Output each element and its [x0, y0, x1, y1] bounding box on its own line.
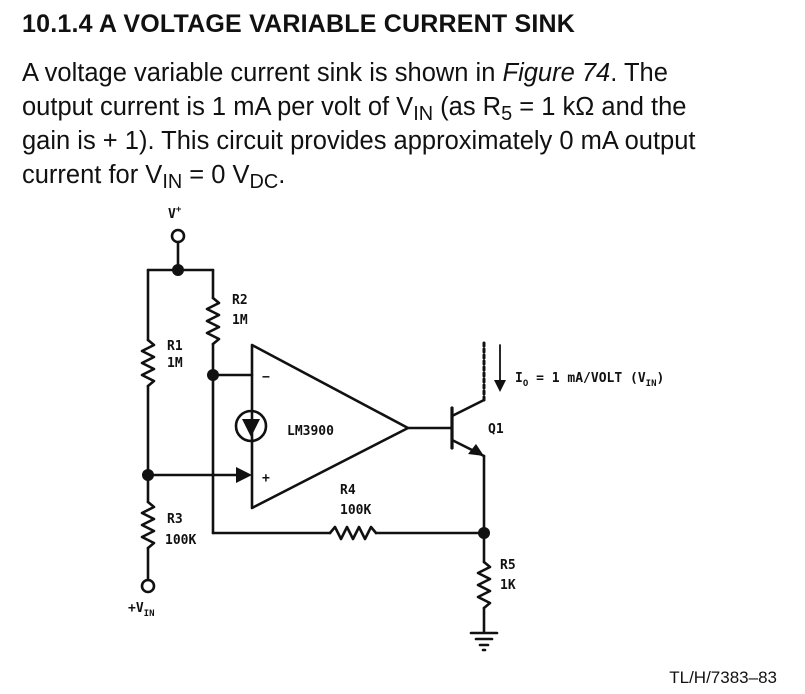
io-label: IO = 1 mA/VOLT (VIN)	[515, 371, 664, 389]
figure-reference: TL/H/7383–83	[669, 668, 777, 687]
emitter-arrow-icon	[468, 444, 484, 456]
section-heading: 10.1.4 A VOLTAGE VARIABLE CURRENT SINK	[22, 10, 576, 38]
r4-resistor	[328, 525, 378, 541]
current-arrow-icon	[242, 419, 260, 437]
r2-resistor	[205, 296, 221, 346]
vplus-label: V+	[168, 205, 182, 222]
r5-name: R5	[500, 558, 516, 573]
vin-terminal	[140, 578, 156, 594]
io-arrow-icon	[494, 380, 506, 392]
r4-name: R4	[340, 483, 356, 498]
r3-resistor	[140, 500, 156, 550]
junction-dot	[207, 369, 219, 381]
r2-name: R2	[232, 293, 248, 308]
paragraph-line-4: current for VIN = 0 VDC.	[22, 161, 286, 193]
r1-name: R1	[167, 339, 183, 354]
figure-link[interactable]: Figure 74	[502, 59, 611, 87]
junction-dot	[172, 264, 184, 276]
plus-input-label: +	[262, 471, 270, 486]
paragraph-line-3: gain is + 1). This circuit provides appr…	[22, 127, 696, 155]
r3-name: R3	[167, 512, 183, 527]
q1-label: Q1	[488, 422, 504, 437]
vplus-terminal	[170, 228, 186, 244]
vin-label: +VIN	[128, 601, 155, 619]
input-arrow-icon	[236, 467, 252, 483]
current-source-icon	[234, 409, 268, 443]
ground-icon	[469, 631, 499, 652]
r4-value: 100K	[340, 503, 371, 518]
junction-dot	[142, 469, 154, 481]
r5-resistor	[476, 560, 492, 610]
minus-input-label: −	[262, 370, 270, 385]
r1-value: 1M	[167, 356, 183, 371]
section-paragraph: A voltage variable current sink is shown…	[22, 56, 792, 192]
opamp-label: LM3900	[287, 424, 334, 439]
paragraph-line-1: A voltage variable current sink is shown…	[22, 59, 668, 87]
r5-value: 1K	[500, 578, 516, 593]
r1-resistor	[140, 338, 156, 388]
r2-value: 1M	[232, 313, 248, 328]
paragraph-line-2: output current is 1 mA per volt of VIN (…	[22, 93, 687, 125]
r3-value: 100K	[165, 533, 196, 548]
junction-dot	[478, 527, 490, 539]
